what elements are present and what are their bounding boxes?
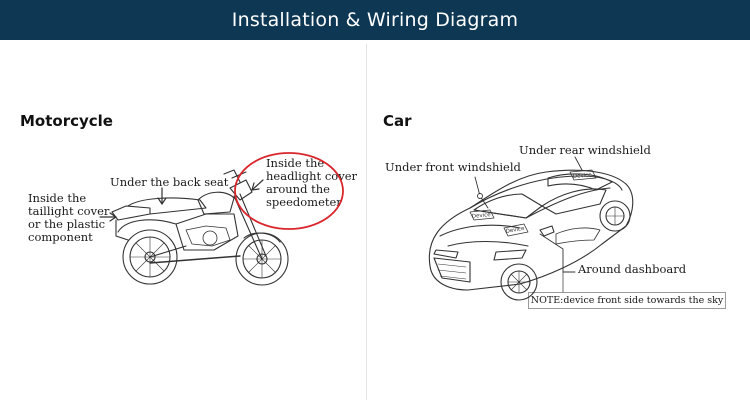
label-taillight-line-2: taillight cover: [28, 204, 110, 218]
label-headlight: Inside the headlight cover around the sp…: [266, 157, 357, 209]
device-box-dashboard: [503, 223, 529, 237]
headlight: [229, 179, 253, 201]
label-front-windshield: Under front windshield: [385, 160, 521, 174]
label-headlight-line-1: Inside the: [266, 156, 325, 170]
car-heading: Car: [383, 112, 412, 130]
exhaust: [149, 255, 241, 264]
seat: [127, 197, 207, 215]
device-tag-rear: Device: [573, 172, 593, 180]
headlight-highlight-ellipse: [234, 152, 344, 230]
car-headlight: [433, 249, 459, 259]
label-headlight-line-2: headlight cover: [266, 169, 357, 183]
header-banner: Installation & Wiring Diagram: [0, 0, 750, 40]
side-mirror: [539, 225, 555, 237]
motorcycle-heading: Motorcycle: [20, 112, 113, 130]
engine: [175, 213, 239, 251]
grille: [433, 257, 471, 283]
car-roof: [469, 175, 623, 209]
rear-wheel: [122, 229, 178, 285]
car-illustration: [428, 156, 634, 301]
label-taillight-line-1: Inside the: [28, 191, 87, 205]
fuel-tank: [197, 191, 235, 215]
label-taillight: Inside the taillight cover or the plasti…: [28, 192, 109, 244]
device-tag-front: Device: [472, 212, 492, 220]
car-front-wheel: [500, 263, 538, 301]
car-rear-wheel: [599, 200, 631, 232]
side-window: [541, 188, 607, 215]
label-dashboard: Around dashboard: [578, 262, 687, 276]
label-rear-windshield: Under rear windshield: [519, 143, 651, 157]
label-back-seat: Under the back seat: [110, 175, 229, 189]
label-headlight-line-4: speedometer: [266, 195, 342, 209]
front-windshield: [473, 193, 543, 219]
tail-rack: [111, 205, 151, 221]
page-title: Installation & Wiring Diagram: [231, 9, 519, 31]
panel-divider: [366, 44, 367, 400]
device-box-front: [469, 209, 495, 221]
motorcycle-illustration: [99, 169, 289, 286]
device-orientation-note: NOTE:device front side towards the sky: [528, 292, 726, 309]
device-box-rear: [569, 169, 597, 181]
label-taillight-line-4: component: [28, 230, 93, 244]
label-taillight-line-3: or the plastic: [28, 217, 106, 231]
car-body: [428, 169, 634, 291]
label-headlight-line-3: around the: [266, 182, 330, 196]
device-tag-dashboard: Device: [505, 226, 525, 235]
rear-windshield: [547, 173, 613, 191]
front-pointer-dot: [477, 193, 483, 199]
